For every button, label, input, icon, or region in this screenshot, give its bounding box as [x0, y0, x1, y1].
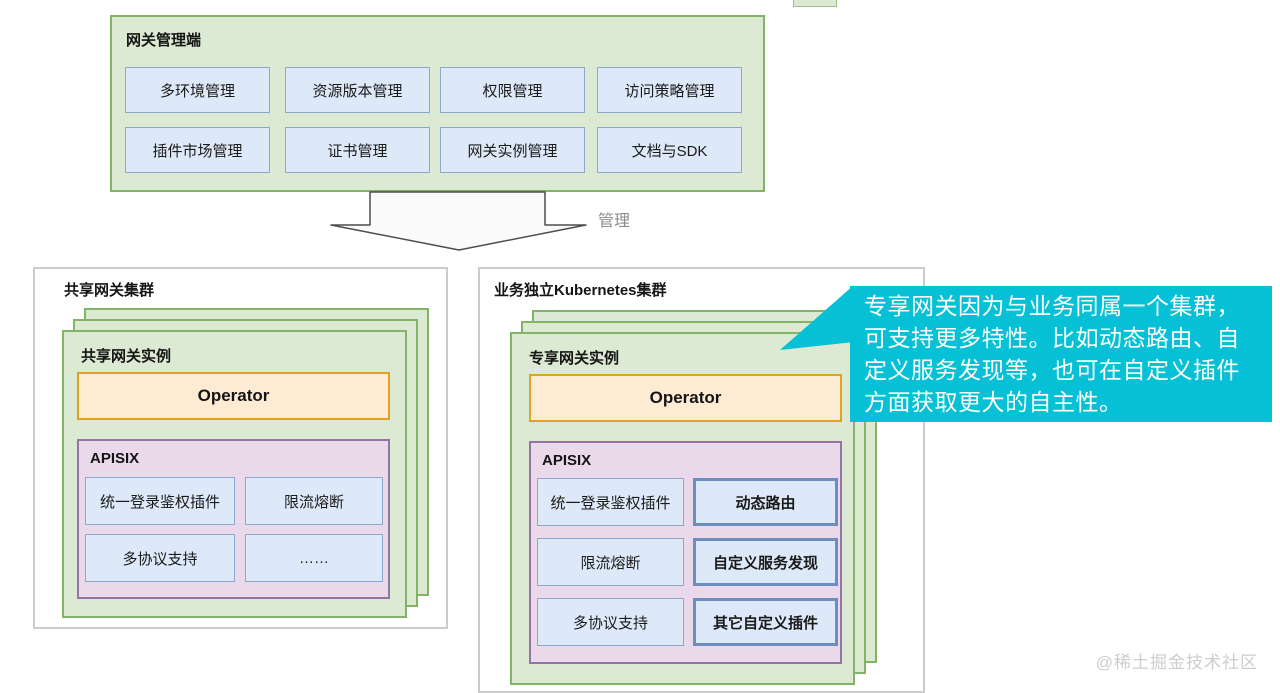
dedicated-plugin-dynamic-route: 动态路由: [693, 478, 838, 526]
dedicated-operator-box: Operator: [529, 374, 842, 422]
dedicated-plugin-other-custom: 其它自定义插件: [693, 598, 838, 646]
management-item-access-policy: 访问策略管理: [597, 67, 742, 113]
dedicated-apisix-title: APISIX: [542, 452, 592, 469]
shared-instance-title: 共享网关实例: [81, 348, 172, 365]
management-item-permission: 权限管理: [440, 67, 585, 113]
shared-gateway-instance: 共享网关实例 Operator APISIX 统一登录鉴权插件 限流熔断 多协议…: [62, 330, 407, 618]
dedicated-plugin-custom-discovery: 自定义服务发现: [693, 538, 838, 586]
management-panel: 网关管理端 多环境管理 资源版本管理 权限管理 访问策略管理 插件市场管理 证书…: [110, 15, 765, 192]
dedicated-plugin-multi-protocol: 多协议支持: [537, 598, 684, 646]
management-panel-title: 网关管理端: [126, 32, 202, 49]
dedicated-kubernetes-cluster: 业务独立Kubernetes集群 专享网关实例 Operator APISIX …: [478, 267, 925, 693]
dedicated-apisix-box: APISIX 统一登录鉴权插件 动态路由 限流熔断 自定义服务发现 多协议支持 …: [529, 441, 842, 664]
callout-text: 专享网关因为与业务同属一个集群，可支持更多特性。比如动态路由、自定义服务发现等，…: [850, 286, 1272, 422]
dedicated-instance-title: 专享网关实例: [529, 350, 620, 367]
watermark: @稀土掘金技术社区: [1095, 653, 1258, 672]
management-item-gateway-instance: 网关实例管理: [440, 127, 585, 173]
dedicated-cluster-title: 业务独立Kubernetes集群: [494, 282, 667, 299]
shared-plugin-rate-limit: 限流熔断: [245, 477, 383, 525]
management-item-plugin-market: 插件市场管理: [125, 127, 270, 173]
shared-cluster-title: 共享网关集群: [64, 282, 155, 299]
shared-apisix-box: APISIX 统一登录鉴权插件 限流熔断 多协议支持 ……: [77, 439, 390, 599]
annotation-callout: 专享网关因为与业务同属一个集群，可支持更多特性。比如动态路由、自定义服务发现等，…: [778, 283, 1272, 425]
management-item-certificate: 证书管理: [285, 127, 430, 173]
management-item-resource-version: 资源版本管理: [285, 67, 430, 113]
shared-apisix-title: APISIX: [90, 450, 140, 467]
management-item-multi-env: 多环境管理: [125, 67, 270, 113]
shared-plugin-unified-auth: 统一登录鉴权插件: [85, 477, 235, 525]
callout-tail-icon: [780, 285, 854, 350]
dedicated-plugin-unified-auth: 统一登录鉴权插件: [537, 478, 684, 526]
dedicated-plugin-rate-limit: 限流熔断: [537, 538, 684, 586]
shared-plugin-multi-protocol: 多协议支持: [85, 534, 235, 582]
management-item-docs-sdk: 文档与SDK: [597, 127, 742, 173]
dedicated-gateway-instance: 专享网关实例 Operator APISIX 统一登录鉴权插件 动态路由 限流熔…: [510, 332, 855, 685]
arrow-label: 管理: [598, 213, 631, 230]
shared-operator-box: Operator: [77, 372, 390, 420]
shared-plugin-ellipsis: ……: [245, 534, 383, 582]
shared-gateway-cluster: 共享网关集群 共享网关实例 Operator APISIX 统一登录鉴权插件 限…: [33, 267, 448, 629]
top-edge-artifact: [793, 0, 837, 7]
down-arrow-shape: [330, 191, 587, 251]
